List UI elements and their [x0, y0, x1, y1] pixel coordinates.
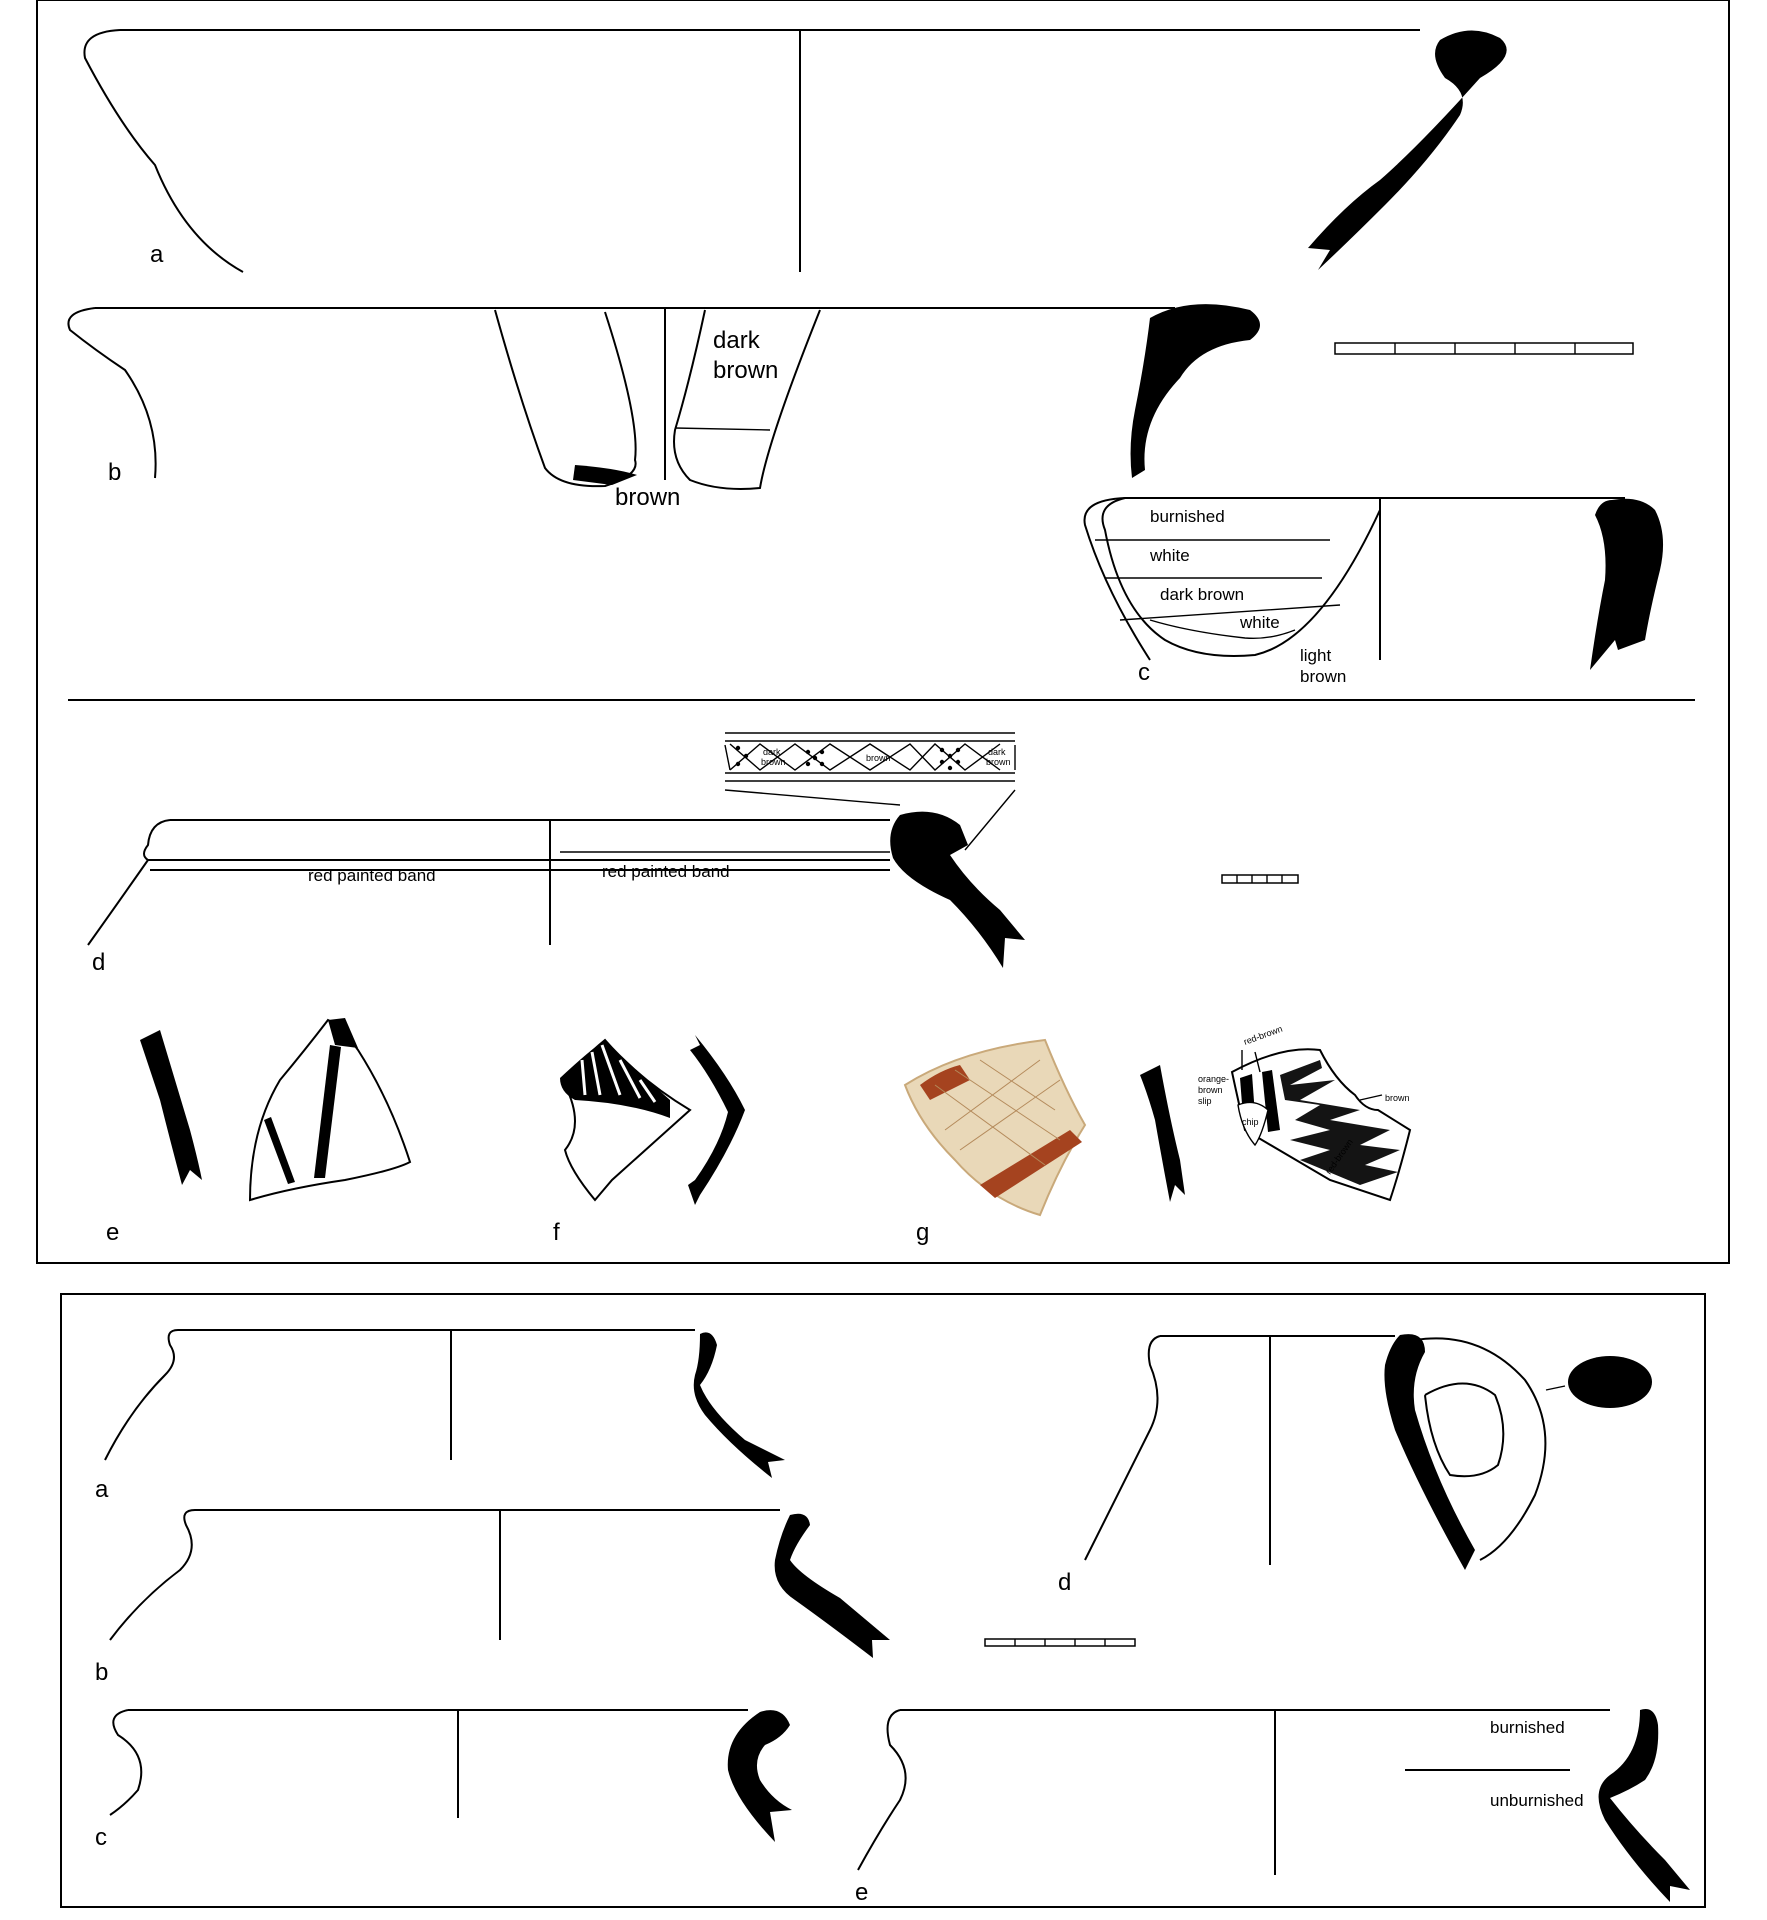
- vessel-2c-profile: [109, 1709, 748, 1816]
- note-1g-brown: brown: [1385, 1093, 1410, 1103]
- plate-1-frame: [36, 0, 1730, 1264]
- note-2e-burnished: burnished: [1490, 1718, 1565, 1737]
- vessel-2e-section: [1598, 1709, 1690, 1902]
- vessel-1c-section: [1590, 498, 1664, 670]
- plate-1: a dark brown brown b: [36, 0, 1730, 1264]
- sherd-1e-outline: [248, 1018, 412, 1202]
- label-2b: b: [95, 1659, 108, 1686]
- vessel-2b-section: [774, 1513, 890, 1658]
- note-1b-dark-2: brown: [713, 357, 778, 384]
- vessel-1c-panel: [1101, 497, 1381, 657]
- note-2e-unburnished: unburnished: [1490, 1791, 1584, 1810]
- vessel-2d: d: [1058, 1334, 1652, 1596]
- scale-bar-3-frame: [984, 1638, 1136, 1647]
- label-1b: b: [108, 459, 121, 486]
- note-1g-orange-2: brown: [1198, 1085, 1223, 1095]
- note-1c-dark-brown: dark brown: [1160, 585, 1244, 604]
- note-1d-band-dark-1b: brown: [761, 757, 786, 767]
- plate-2-frame: [60, 1293, 1706, 1908]
- label-2d: d: [1058, 1569, 1071, 1596]
- label-1d: d: [92, 949, 105, 976]
- vessel-2e-profile: [857, 1709, 1610, 1871]
- vessel-1b-spout: [494, 309, 637, 488]
- sherd-1f-section: [688, 1035, 745, 1205]
- label-1c: c: [1138, 659, 1150, 686]
- vessel-1b-section: [1130, 304, 1260, 478]
- scale-bar-3: [984, 1638, 1136, 1647]
- vessel-2d-profile: [1084, 1335, 1395, 1561]
- label-1e: e: [106, 1219, 119, 1246]
- vessel-1a: a: [83, 29, 1507, 273]
- vessel-1b-spout-divider: [674, 427, 771, 431]
- note-1g-red-brown-top: red-brown: [1242, 1024, 1284, 1047]
- note-1d-band-dark-1a: dark: [763, 747, 781, 757]
- label-1a: a: [150, 241, 164, 268]
- note-1b-brown: brown: [615, 484, 680, 511]
- vessel-2d-section: [1384, 1334, 1475, 1570]
- label-1g: g: [916, 1219, 929, 1246]
- label-2e: e: [855, 1879, 868, 1906]
- label-1f: f: [553, 1219, 560, 1246]
- vessel-1a-profile: [83, 29, 1420, 273]
- plate-2: a b c d: [60, 1293, 1706, 1908]
- vessel-2a: a: [95, 1329, 785, 1503]
- vessel-2a-section: [693, 1332, 785, 1478]
- note-1g-orange-1: orange-: [1198, 1074, 1229, 1084]
- vessel-2d-handle: [1414, 1337, 1547, 1561]
- vessel-1d-band: dark brown brown dark brown: [724, 732, 1016, 851]
- scale-bar-1-frame: [1334, 342, 1634, 355]
- note-1c-white-1: white: [1149, 546, 1190, 565]
- note-1c-light: light: [1300, 646, 1331, 665]
- vessel-2b: b: [95, 1509, 890, 1686]
- note-1b-dark-1: dark: [713, 327, 761, 354]
- vessel-1c-profile: [1083, 497, 1625, 661]
- vessel-1d: dark brown brown dark brown red painted …: [87, 732, 1025, 976]
- vessel-2c-section: [727, 1710, 792, 1842]
- vessel-1b-profile: [67, 307, 1175, 479]
- note-1g-orange-3: slip: [1198, 1096, 1212, 1106]
- vessel-1d-section: [890, 811, 1025, 968]
- note-1g-chip: chip: [1242, 1117, 1259, 1127]
- sherd-1e: e: [106, 1018, 412, 1246]
- vessel-2e: burnished unburnished e: [855, 1709, 1690, 1906]
- scale-bar-2: [1221, 874, 1299, 884]
- sherd-1f: f: [553, 1035, 745, 1246]
- sherd-1g-section: [1140, 1065, 1185, 1202]
- note-1c-burnished: burnished: [1150, 507, 1225, 526]
- vessel-1b-spout-right: [673, 309, 821, 490]
- note-1c-white-2: white: [1239, 613, 1280, 632]
- sherd-1g: red-brown orange- brown slip chip brown …: [903, 1024, 1412, 1246]
- vessel-2d-handle-section: [1568, 1356, 1652, 1408]
- vessel-2b-profile: [109, 1509, 780, 1641]
- note-1d-band-dark-2b: brown: [986, 757, 1011, 767]
- vessel-1b: dark brown brown b: [67, 304, 1260, 511]
- note-1d-band-brown: brown: [866, 753, 891, 763]
- vessel-1a-section: [1308, 30, 1507, 271]
- note-1d-band-dark-2a: dark: [988, 747, 1006, 757]
- note-1c-brown: brown: [1300, 667, 1346, 686]
- scale-bar-2-frame: [1221, 874, 1299, 884]
- label-2a: a: [95, 1476, 109, 1503]
- note-1d-red-band-left: red painted band: [308, 866, 436, 885]
- vessel-2c: c: [95, 1709, 792, 1851]
- note-1d-red-band-right: red painted band: [602, 862, 730, 881]
- vessel-2a-profile: [104, 1329, 695, 1461]
- scale-bar-1: [1334, 342, 1634, 355]
- label-2c: c: [95, 1824, 107, 1851]
- sherd-1e-section: [140, 1030, 202, 1185]
- vessel-1b-spout-brown: [573, 465, 637, 485]
- vessel-1c: burnished white dark brown white light b…: [1083, 497, 1664, 686]
- vessel-1d-profile: [87, 819, 890, 946]
